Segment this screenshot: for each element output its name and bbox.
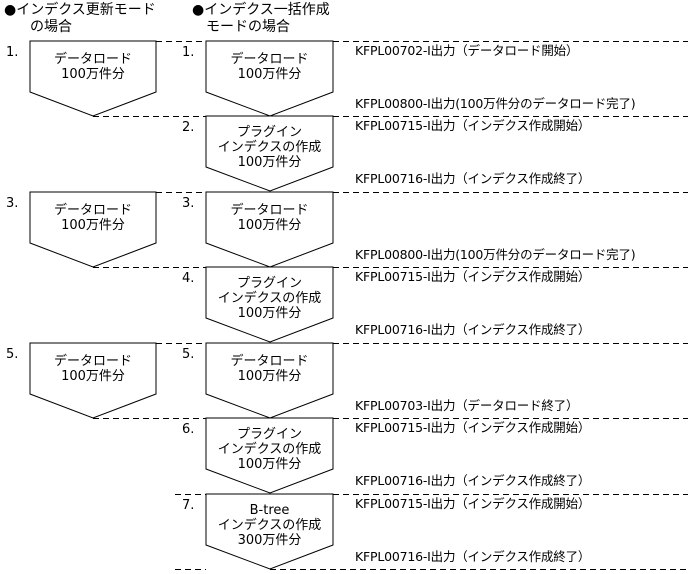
right-step-4-chevron — [205, 266, 334, 343]
right-step-number: 4. — [182, 271, 195, 286]
message-end-log: KFPL00800-I出力(100万件分のデータロード完了) — [355, 247, 636, 262]
step-label-line: 100万件分 — [61, 67, 125, 82]
message-start-log: KFPL00702-I出力（データロード開始） — [355, 43, 579, 58]
step-label-line: 100万件分 — [237, 369, 302, 384]
right-step-1-chevron — [205, 40, 334, 117]
step-label-line: プラグイン — [236, 276, 302, 291]
step-label-line: 100万件分 — [237, 67, 302, 82]
step-label-line: 100万件分 — [237, 457, 302, 472]
message-start-log: KFPL00715-I出力（インデクス作成開始） — [355, 118, 591, 133]
step-label-line: データロード — [230, 203, 309, 218]
left-column-header: ●インデクス更新モード の場合 — [4, 2, 156, 36]
message-start-log: KFPL00715-I出力（インデクス作成開始） — [355, 420, 591, 435]
step-label-line: インデクスの作成 — [217, 140, 322, 155]
message-end-log: KFPL00716-I出力（インデクス作成終了） — [355, 473, 591, 488]
step-label-line: データロード — [230, 52, 309, 67]
step-label-line: 100万件分 — [237, 306, 302, 321]
message-end-log: KFPL00800-I出力(100万件分のデータロード完了) — [355, 96, 636, 111]
left-step-1-chevron — [29, 40, 157, 117]
right-step-number: 6. — [182, 422, 195, 437]
left-step-2-chevron — [29, 191, 157, 268]
step-label-line: データロード — [53, 354, 132, 369]
left-header-line2: の場合 — [30, 19, 72, 35]
message-end-log: KFPL00716-I出力（インデクス作成終了） — [355, 171, 591, 186]
right-step-number: 3. — [182, 196, 195, 211]
step-label-line: データロード — [53, 52, 132, 67]
right-step-3-chevron — [205, 191, 334, 268]
left-step-3-chevron — [29, 342, 157, 419]
left-header-line1: ●インデクス更新モード — [4, 2, 156, 18]
step-label-line: プラグイン — [236, 125, 302, 140]
step-label-line: 300万件分 — [237, 533, 302, 548]
step-label-line: インデクスの作成 — [217, 518, 322, 533]
step-label-line: 100万件分 — [237, 155, 302, 170]
left-step-number: 5. — [6, 347, 19, 362]
right-step-number: 5. — [182, 347, 195, 362]
right-column-header: ●インデクス一括作成 モードの場合 — [192, 2, 330, 36]
step-label-line: 100万件分 — [61, 369, 125, 384]
right-step-number: 1. — [182, 45, 195, 60]
left-step-number: 1. — [6, 45, 19, 60]
step-label-line: 100万件分 — [61, 218, 125, 233]
message-end-log: KFPL00716-I出力（インデクス作成終了） — [355, 549, 591, 564]
step-label-line: プラグイン — [236, 427, 302, 442]
right-header-line2: モードの場合 — [206, 19, 290, 35]
message-end-log: KFPL00703-I出力（データロード終了） — [355, 398, 579, 413]
right-step-7-chevron — [205, 493, 334, 570]
right-step-6-chevron — [205, 417, 334, 494]
step-label-line: データロード — [230, 354, 309, 369]
message-end-log: KFPL00716-I出力（インデクス作成終了） — [355, 322, 591, 337]
step-label-line: 100万件分 — [237, 218, 302, 233]
right-step-number: 2. — [182, 120, 195, 135]
right-step-number: 7. — [182, 498, 195, 513]
step-label-line: B-tree — [249, 503, 290, 518]
right-step-5-chevron — [205, 342, 334, 419]
step-label-line: データロード — [53, 203, 132, 218]
message-start-log: KFPL00715-I出力（インデクス作成開始） — [355, 269, 591, 284]
step-label-line: インデクスの作成 — [217, 291, 322, 306]
right-step-2-chevron — [205, 115, 334, 192]
step-label-line: インデクスの作成 — [217, 442, 322, 457]
left-step-number: 3. — [6, 196, 19, 211]
message-start-log: KFPL00715-I出力（インデクス作成開始） — [355, 496, 591, 511]
right-header-line1: ●インデクス一括作成 — [192, 2, 330, 18]
